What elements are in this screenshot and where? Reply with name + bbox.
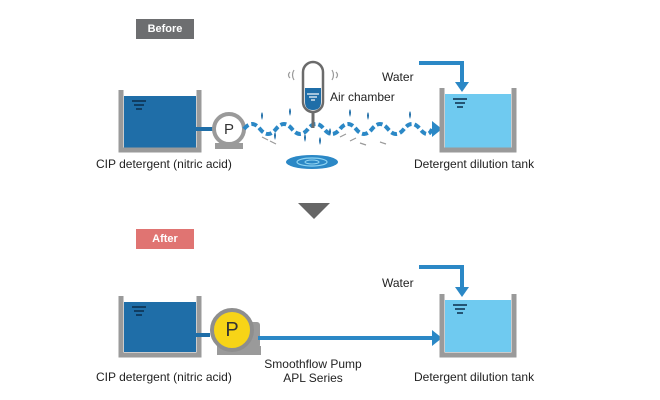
before-pump-icon <box>212 112 246 149</box>
after-flow-arrowhead <box>432 330 442 346</box>
before-cip-liquid <box>124 96 196 148</box>
before-pump-symbol: P <box>223 121 234 138</box>
after-dilution-level-icon <box>453 304 467 314</box>
after-dilution-tank-wall <box>439 294 517 358</box>
after-dilution-liquid <box>445 300 511 352</box>
before-cip-tank-wall <box>118 90 202 153</box>
after-dilution-tank <box>439 294 517 358</box>
after-cip-tank <box>118 296 202 358</box>
leak-droplets-icon <box>261 108 411 145</box>
pump-name-line1: Smoothflow Pump <box>264 357 362 371</box>
after-dilution-label: Detergent dilution tank <box>414 370 535 384</box>
before-dilution-liquid <box>445 94 511 148</box>
before-dilution-level-icon <box>453 98 467 108</box>
puddle-icon <box>286 155 338 169</box>
before-cip-label: CIP detergent (nitric acid) <box>96 157 232 171</box>
after-water-inlet-arrow <box>419 265 469 297</box>
before-dilution-label: Detergent dilution tank <box>414 157 535 171</box>
after-cip-liquid <box>124 302 196 352</box>
smoothflow-pump-icon <box>210 308 261 355</box>
before-pulsating-flow-line <box>242 122 434 136</box>
after-pump-symbol: P <box>225 319 239 341</box>
before-water-label: Water <box>382 70 414 84</box>
after-cip-level-icon <box>132 306 146 316</box>
before-flow-arrowhead <box>432 121 442 137</box>
before-badge: Before <box>136 19 194 39</box>
after-badge: After <box>136 229 194 249</box>
after-cip-label: CIP detergent (nitric acid) <box>96 370 232 384</box>
after-water-label: Water <box>382 276 414 290</box>
before-dilution-tank <box>439 88 517 153</box>
vibration-marks-icon <box>261 133 387 146</box>
air-chamber-icon <box>287 60 339 128</box>
before-dilution-tank-wall <box>439 88 517 153</box>
before-cip-level-icon <box>132 100 146 110</box>
before-cip-tank <box>118 90 202 153</box>
transition-down-arrow <box>298 203 330 219</box>
pump-name-line2: APL Series <box>283 371 343 385</box>
air-chamber-label: Air chamber <box>330 90 395 104</box>
after-cip-tank-wall <box>118 296 202 358</box>
before-water-inlet-arrow <box>419 61 469 92</box>
